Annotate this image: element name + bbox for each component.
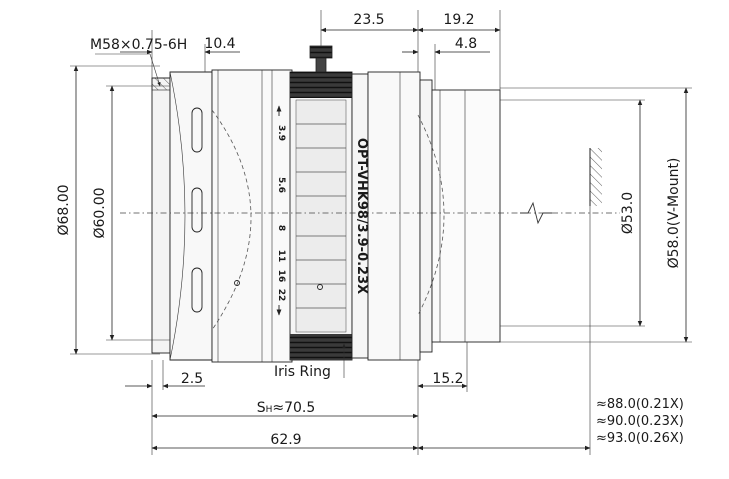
dim-19-2: 19.2 xyxy=(443,12,474,28)
image-plane-hatch xyxy=(590,148,602,206)
iris-scale-mark: 16 xyxy=(276,270,286,283)
working-distance-0-21x: ≈88.0(0.21X) xyxy=(596,397,684,412)
iris-scale-mark: 5.6 xyxy=(276,177,286,193)
dim-diameter-60: Ø60.00 xyxy=(92,187,108,238)
dim-sh-70-5: SH≈70.5 xyxy=(257,400,316,416)
dim-10-4: 10.4 xyxy=(204,36,235,52)
front-lens-arc xyxy=(211,109,252,331)
main-barrel xyxy=(211,69,293,363)
iris-ring-label: Iris Ring xyxy=(274,364,331,380)
dim-diameter-53: Ø53.0 xyxy=(620,192,636,234)
barrel-slot-lower xyxy=(191,267,203,313)
iris-scale-mark: 8 xyxy=(276,225,286,231)
front-barrel-curve xyxy=(169,71,186,361)
dim-sh-value: ≈70.5 xyxy=(272,400,315,416)
barrel-slot-upper xyxy=(191,107,203,153)
rear-step xyxy=(419,79,433,353)
iris-ring-screw xyxy=(317,284,323,290)
dim-4-8: 4.8 xyxy=(455,36,477,52)
iris-ring-knurl-bottom xyxy=(290,334,352,360)
dim-15-2: 15.2 xyxy=(432,371,463,387)
set-screw xyxy=(234,280,240,286)
front-thread-flange xyxy=(151,77,171,354)
dim-sh-prefix: S xyxy=(257,400,266,416)
dim-62-9: 62.9 xyxy=(270,432,301,448)
dim-sh-sub: H xyxy=(266,405,273,415)
barrel-slot-middle xyxy=(191,187,203,233)
iris-ring-knurl-top xyxy=(290,72,352,98)
v-mount xyxy=(431,89,501,343)
iris-ring-grooves xyxy=(296,123,346,309)
thread-spec: M58×0.75-6H xyxy=(90,37,187,53)
rear-barrel-2 xyxy=(367,71,421,361)
working-distance-0-26x: ≈93.0(0.26X) xyxy=(596,431,684,446)
break-symbol xyxy=(520,201,552,225)
working-distance-0-23x: ≈90.0(0.23X) xyxy=(596,414,684,429)
front-barrel xyxy=(169,71,213,361)
dim-2-5: 2.5 xyxy=(181,371,203,387)
iris-scale-mark: 3.9 xyxy=(276,125,286,141)
iris-scale-mark: 22 xyxy=(276,289,286,302)
lock-knob-stem xyxy=(315,57,327,73)
product-name: OPT-VHK98/3.9-0.23X xyxy=(354,138,369,294)
lock-knob xyxy=(309,45,333,59)
dim-23-5: 23.5 xyxy=(353,12,384,28)
dim-diameter-58-mount: Ø58.0(V-Mount) xyxy=(666,158,682,269)
dim-diameter-68: Ø68.00 xyxy=(56,184,72,235)
iris-scale-mark: 11 xyxy=(276,250,286,263)
iris-scale: 3.9 5.6 8 11 16 22 xyxy=(276,105,286,316)
